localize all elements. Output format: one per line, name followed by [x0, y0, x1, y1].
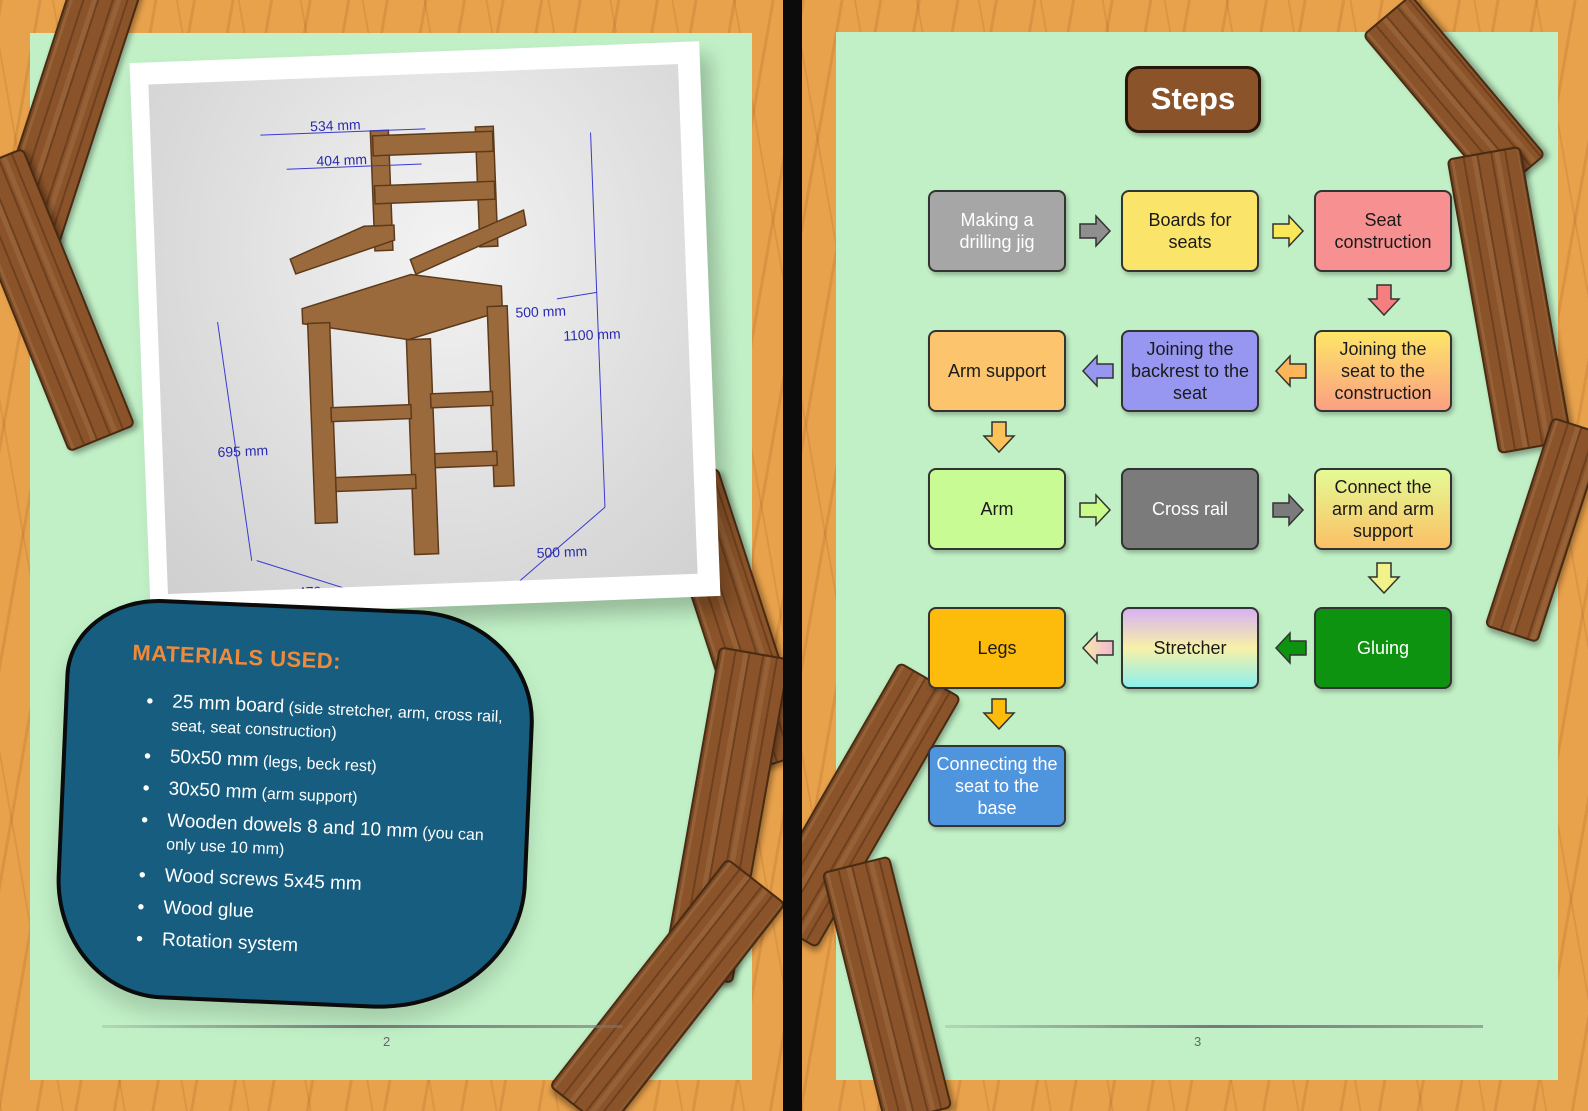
step-box: Arm [928, 468, 1066, 550]
dimension-label: 500 mm [515, 303, 566, 321]
dimension-label: 470 mm [298, 582, 349, 594]
chair-drawing-photo: 534 mm 404 mm 500 mm 1100 mm 695 mm 470 … [129, 41, 721, 618]
list-item: Wood glue [137, 896, 508, 935]
list-item: 30x50 mm (arm support) [142, 777, 513, 816]
list-item: Wooden dowels 8 and 10 mm (you can only … [140, 809, 512, 871]
step-box: Legs [928, 607, 1066, 689]
step-box: Joining the seat to the construction [1314, 330, 1452, 412]
arrow-down-icon [982, 421, 1016, 454]
arrow-right-icon [1079, 493, 1112, 527]
arrow-down-icon [1367, 284, 1401, 317]
list-item: 50x50 mm (legs, beck rest) [143, 745, 514, 784]
step-box: Connecting the seat to the base [928, 745, 1066, 827]
arrow-down-icon [982, 698, 1016, 731]
material-name: 30x50 mm [168, 778, 258, 804]
step-box: Cross rail [1121, 468, 1259, 550]
materials-panel: MATERIALS USED: 25 mm board (side stretc… [51, 594, 539, 1016]
material-detail: (arm support) [256, 785, 358, 807]
materials-list: 25 mm board (side stretcher, arm, cross … [135, 690, 516, 976]
step-box: Joining the backrest to the seat [1121, 330, 1259, 412]
material-name: 50x50 mm [169, 746, 260, 772]
step-box: Seat construction [1314, 190, 1452, 272]
list-item: Wood screws 5x45 mm [138, 864, 509, 903]
step-box: Boards for seats [1121, 190, 1259, 272]
material-name: 25 mm board [171, 691, 285, 718]
arrow-left-icon [1081, 354, 1114, 388]
dimension-label: 1100 mm [563, 325, 621, 343]
material-detail: (legs, beck rest) [258, 753, 378, 776]
high-chair-illustration: 534 mm 404 mm 500 mm 1100 mm 695 mm 470 … [217, 116, 621, 595]
material-name: Wood screws 5x45 mm [164, 865, 363, 895]
page-number: 2 [383, 1034, 391, 1049]
footer-divider [102, 1025, 622, 1028]
list-item: Rotation system [135, 928, 506, 967]
arrow-left-icon [1274, 354, 1307, 388]
step-box: Connect the arm and arm support [1314, 468, 1452, 550]
list-item: 25 mm board (side stretcher, arm, cross … [145, 690, 517, 752]
arrow-left-icon [1274, 631, 1307, 665]
dimension-label: 695 mm [217, 442, 268, 460]
page-number: 3 [1194, 1034, 1202, 1049]
right-page [802, 0, 1588, 1111]
arrow-right-icon [1272, 214, 1305, 248]
step-box: Arm support [928, 330, 1066, 412]
footer-divider [945, 1025, 1483, 1028]
material-name: Wood glue [162, 897, 255, 923]
steps-title: Steps [1125, 66, 1261, 133]
dimension-label: 500 mm [536, 543, 587, 561]
arrow-down-icon [1367, 562, 1401, 595]
dimension-label: 404 mm [316, 151, 367, 169]
dimension-label: 534 mm [310, 116, 361, 134]
page-gutter [783, 0, 802, 1111]
chair-drawing: 534 mm 404 mm 500 mm 1100 mm 695 mm 470 … [148, 64, 698, 595]
arrow-right-icon [1079, 214, 1112, 248]
step-box: Stretcher [1121, 607, 1259, 689]
materials-title: MATERIALS USED: [131, 639, 342, 674]
arrow-right-icon [1272, 493, 1305, 527]
step-box: Making a drilling jig [928, 190, 1066, 272]
step-box: Gluing [1314, 607, 1452, 689]
material-name: Rotation system [161, 929, 299, 957]
arrow-left-icon [1081, 631, 1114, 665]
